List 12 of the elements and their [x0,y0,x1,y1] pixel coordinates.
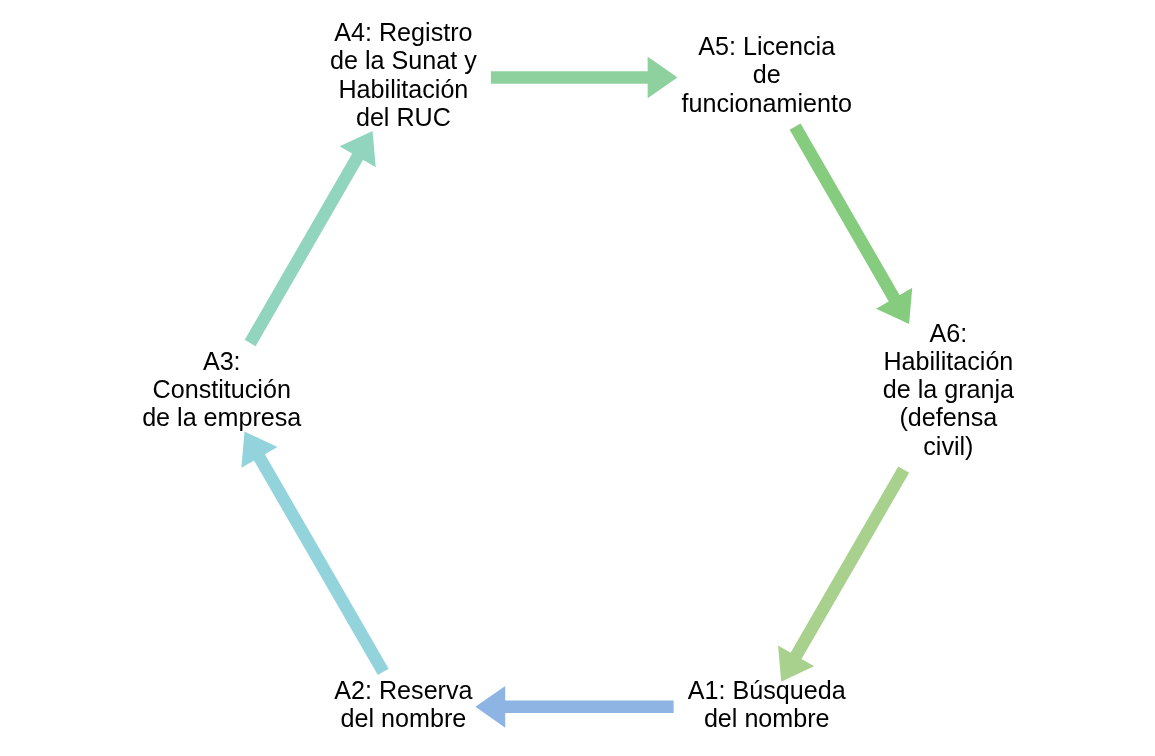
arrow [240,431,389,676]
arrow [244,130,376,347]
arrow [474,685,674,728]
node-text: A2: Reserva del nombre [333,675,473,732]
arrow [777,466,909,682]
node-text: A6: Habilitación de la granja (defensa civil) [882,318,1014,460]
arrow [789,123,912,325]
node-text: A4: Registro de la Sunat y Habilitación del RUC [329,18,477,131]
node-text: A1: Búsqueda del nombre [687,675,846,732]
node-text: A5: Licencia de funcionamiento [681,32,852,117]
node-text: A3: Constitución de la empresa [141,346,301,432]
arrow [490,56,677,99]
